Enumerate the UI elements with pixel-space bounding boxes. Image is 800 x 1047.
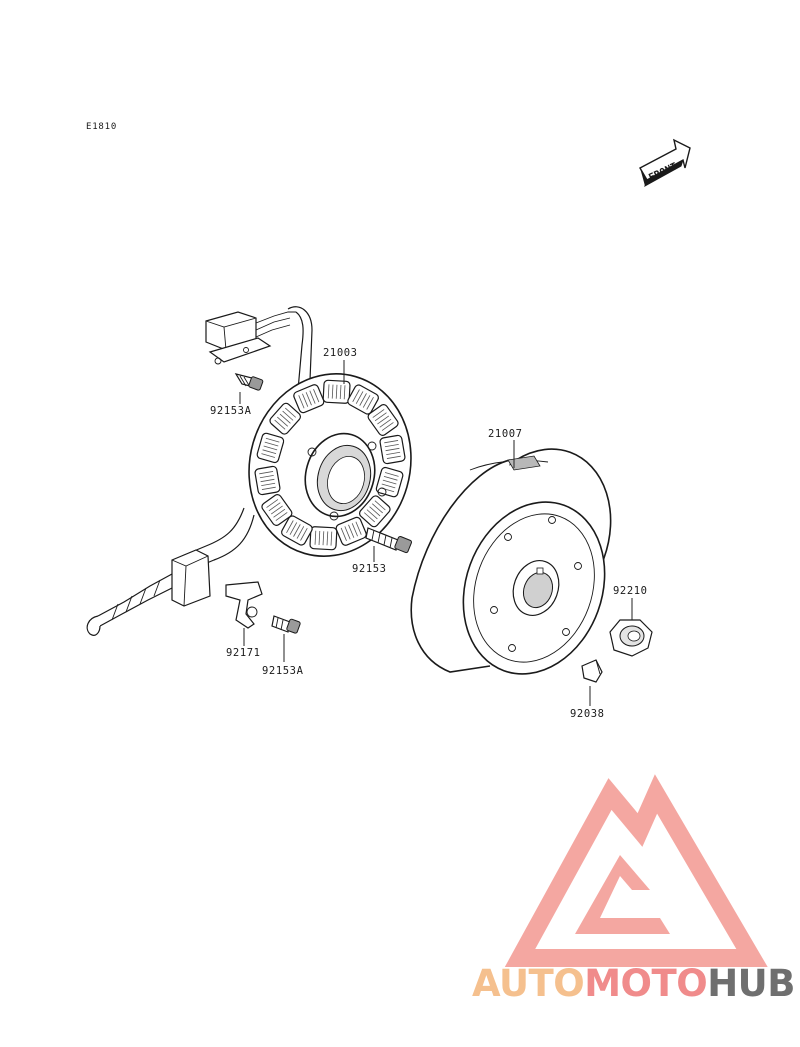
stator-coil xyxy=(256,432,285,464)
part-label-nut: 92210 xyxy=(613,585,648,597)
watermark-auto: AUTO xyxy=(472,962,584,1005)
watermark-text: AUTOMOTOHUB xyxy=(472,962,795,1005)
bolt-stator xyxy=(365,527,413,554)
watermark-moto: MOTO xyxy=(584,962,707,1005)
flywheel xyxy=(410,448,612,675)
stator-coil xyxy=(322,379,351,404)
stator-coil xyxy=(281,515,313,546)
watermark-logo-icon xyxy=(504,774,768,967)
part-label-clamp: 92171 xyxy=(226,647,261,659)
stator-coil xyxy=(269,402,302,435)
stator-coil xyxy=(358,495,391,528)
stator-coil xyxy=(254,465,281,496)
front-arrow-icon: FRONT xyxy=(639,138,691,188)
stator-coil xyxy=(293,384,325,414)
diagram-code: E1810 xyxy=(86,122,117,132)
bolt-bottom xyxy=(271,615,301,634)
part-label-stator: 21003 xyxy=(323,347,358,359)
key xyxy=(581,659,603,683)
stator-coil xyxy=(261,494,293,526)
stator-coil xyxy=(367,404,399,436)
part-label-bolt-stator: 92153 xyxy=(352,563,387,575)
stator-coil xyxy=(375,466,404,498)
part-label-key: 92038 xyxy=(570,708,605,720)
svg-text:AUTOMOTOHUB: AUTOMOTOHUB xyxy=(472,962,795,1005)
watermark-hub: HUB xyxy=(707,962,795,1005)
nut xyxy=(609,619,653,657)
part-label-bolt-bottom: 92153A xyxy=(262,665,304,677)
bolt-top xyxy=(234,373,264,391)
leader-lines xyxy=(239,360,633,706)
stator xyxy=(248,373,412,557)
stator-coil xyxy=(379,434,406,465)
clamp xyxy=(225,581,263,629)
part-label-bolt-top: 92153A xyxy=(210,405,252,417)
stator-coil xyxy=(335,516,367,546)
part-label-flywheel: 21007 xyxy=(488,428,523,440)
stator-coil xyxy=(309,526,338,551)
stator-coil xyxy=(347,384,379,415)
